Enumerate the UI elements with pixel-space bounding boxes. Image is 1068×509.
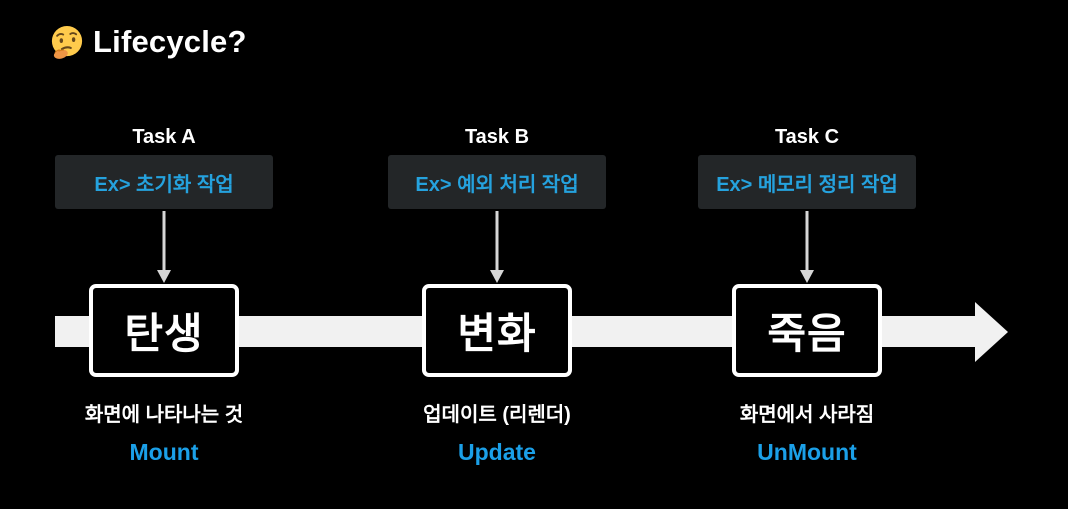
- timeline-arrowhead-icon: [975, 302, 1008, 362]
- example-text: Ex> 예외 처리 작업: [415, 173, 579, 196]
- stage-column-update: Task B Ex> 예외 처리 작업 변화 업데이트 (리렌더) Update: [367, 126, 627, 471]
- stage-caption: 화면에서 사라짐: [739, 404, 875, 426]
- down-arrow-shaft: [162, 211, 166, 270]
- stage-phase-label: UnMount: [757, 439, 857, 465]
- stage-name: 변화: [457, 310, 537, 357]
- task-label: Task C: [774, 126, 840, 148]
- stage-caption: 화면에 나타나는 것: [84, 404, 244, 426]
- example-box: Ex> 예외 처리 작업: [388, 155, 606, 209]
- example-text: Ex> 메모리 정리 작업: [716, 173, 898, 196]
- stage-column-mount: Task A Ex> 초기화 작업 탄생 화면에 나타나는 것 Mount: [34, 126, 294, 471]
- stage-phase-label: Update: [458, 439, 536, 465]
- stage-phase-label: Mount: [129, 439, 199, 465]
- stage-name: 죽음: [767, 310, 847, 357]
- page-title-text: Lifecycle?: [93, 24, 247, 59]
- down-arrow-icon: [800, 270, 814, 283]
- stage-box: 변화: [422, 284, 572, 377]
- task-label: Task B: [464, 126, 530, 148]
- stage-box: 탄생: [89, 284, 239, 377]
- down-arrow-shaft: [495, 211, 499, 270]
- stage-caption: 업데이트 (리렌더): [423, 404, 571, 426]
- example-text: Ex> 초기화 작업: [94, 173, 234, 196]
- down-arrow-icon: [490, 270, 504, 283]
- stage-column-unmount: Task C Ex> 메모리 정리 작업 죽음 화면에서 사라짐 UnMount: [677, 126, 937, 471]
- example-box: Ex> 초기화 작업: [55, 155, 273, 209]
- down-arrow-icon: [157, 270, 171, 283]
- stage-name: 탄생: [124, 310, 204, 357]
- page-title: Lifecycle?: [50, 24, 247, 60]
- example-box: Ex> 메모리 정리 작업: [698, 155, 916, 209]
- down-arrow-shaft: [805, 211, 809, 270]
- stage-box: 죽음: [732, 284, 882, 377]
- thinking-face-emoji: [50, 25, 84, 59]
- task-label: Task A: [132, 126, 196, 148]
